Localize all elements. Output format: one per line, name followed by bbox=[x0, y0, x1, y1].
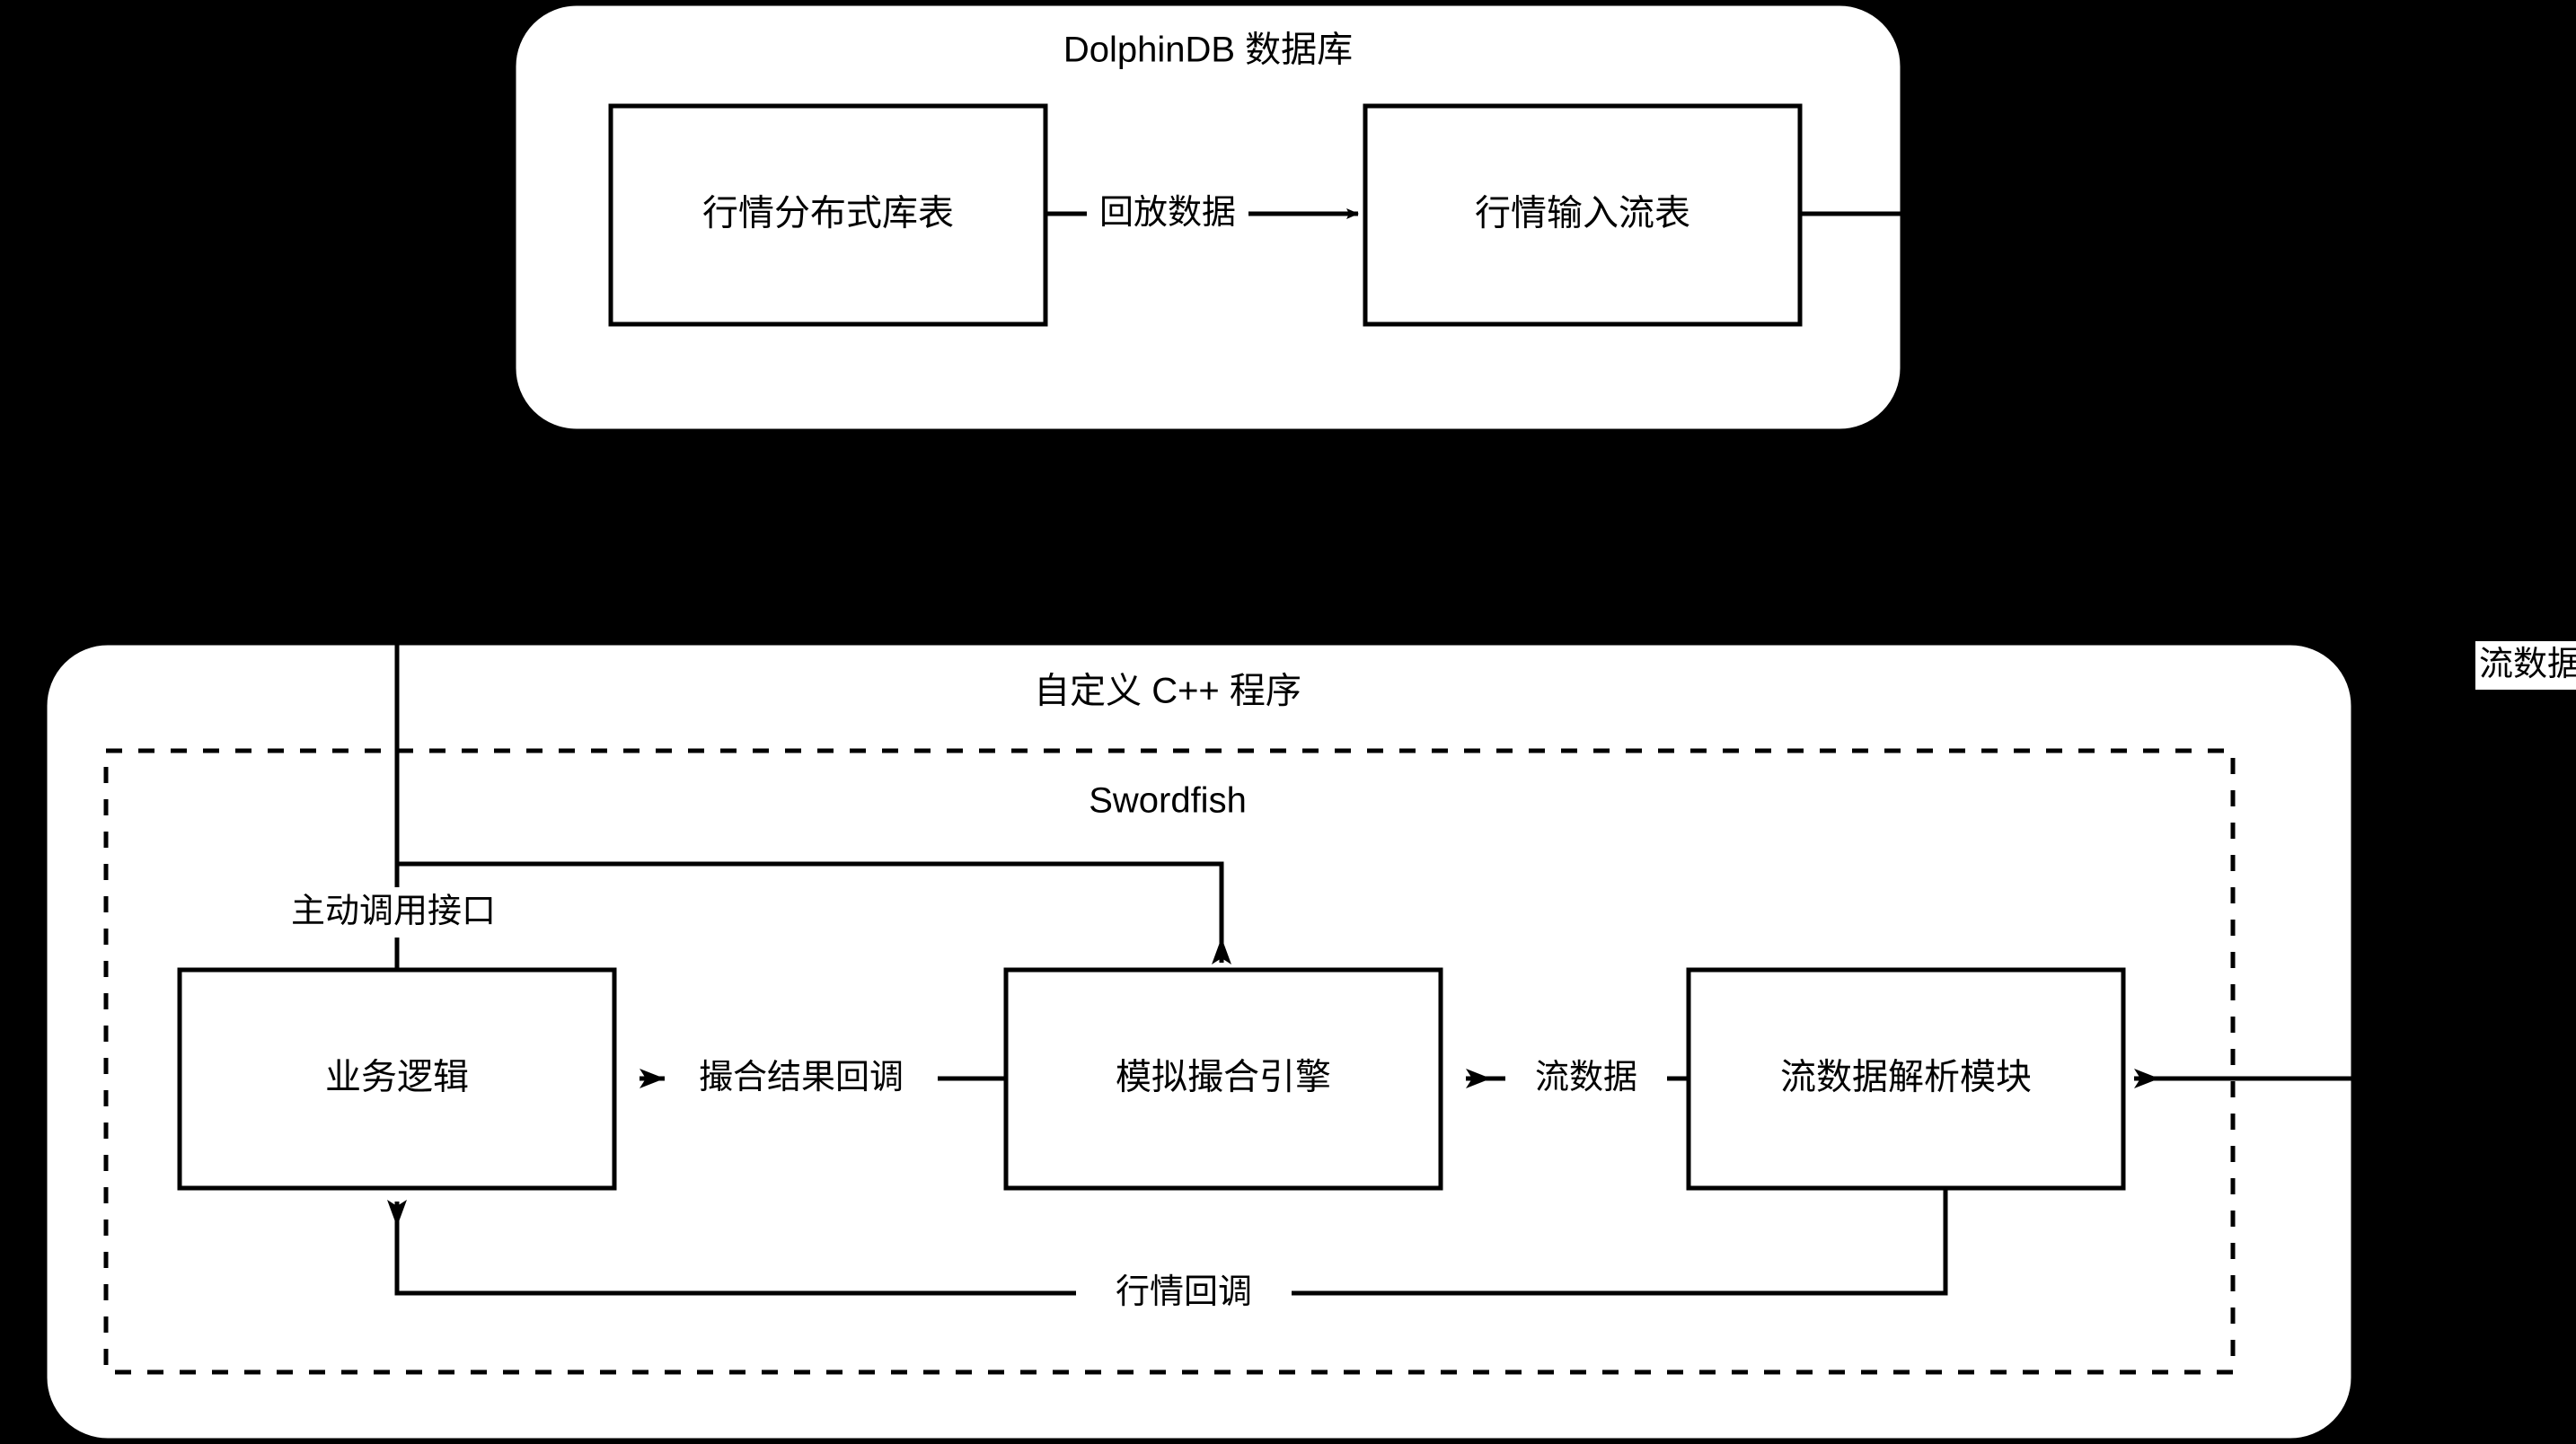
swordfish-group-border bbox=[103, 748, 2236, 1375]
edge-active-call-interface-label-bg bbox=[268, 887, 519, 938]
label-stream-data-outer-bg bbox=[2475, 641, 2576, 690]
edge-active-call-interface-label: 主动调用接口 bbox=[291, 893, 496, 930]
edge-match-result-callback-label-bg bbox=[665, 1053, 938, 1104]
edge-market-callback-label: 行情回调 bbox=[1116, 1273, 1252, 1311]
label-stream-data-outer-text: 流数据 bbox=[2479, 646, 2576, 683]
node-matching-engine-label: 模拟撮合引擎 bbox=[1116, 1058, 1331, 1097]
edge-market-callback: 行情回调 bbox=[387, 1188, 1948, 1318]
edge-market-callback-label-bg bbox=[1076, 1268, 1292, 1318]
node-stream-table-box bbox=[1363, 103, 1803, 327]
edge-replay-data-label: 回放数据 bbox=[1099, 194, 1236, 232]
dolphindb-container-title: DolphinDB 数据库 bbox=[1063, 31, 1353, 70]
node-business-logic[interactable]: 业务逻辑 bbox=[177, 967, 617, 1191]
edge-match-result-callback-label: 撮合结果回调 bbox=[699, 1059, 904, 1096]
edge-stream-data-inner: 流数据 bbox=[1466, 1053, 1689, 1104]
node-stream-table[interactable]: 行情输入流表 bbox=[1363, 103, 1803, 327]
edge-stream-table-to-matching-engine bbox=[397, 861, 1231, 964]
node-dfs-table-box bbox=[608, 103, 1048, 327]
cpp-program-container-title: 自定义 C++ 程序 bbox=[1034, 672, 1301, 711]
node-stream-table-label: 行情输入流表 bbox=[1475, 194, 1690, 233]
node-dfs-table-label: 行情分布式库表 bbox=[702, 194, 954, 233]
edge-replay-data-label-bg bbox=[1087, 189, 1248, 239]
node-business-logic-box bbox=[177, 967, 617, 1191]
node-business-logic-label: 业务逻辑 bbox=[325, 1058, 469, 1097]
edge-stream-data-inner-label-bg bbox=[1505, 1053, 1667, 1104]
edge-match-result-callback: 撮合结果回调 bbox=[640, 1053, 1006, 1104]
node-matching-engine-box bbox=[1003, 967, 1443, 1191]
edge-replay-data: 回放数据 bbox=[1045, 189, 1359, 239]
swordfish-group-title: Swordfish bbox=[1089, 781, 1247, 821]
node-stream-parser-box bbox=[1686, 967, 2126, 1191]
node-matching-engine[interactable]: 模拟撮合引擎 bbox=[1003, 967, 1443, 1191]
node-stream-parser[interactable]: 流数据解析模块 bbox=[1686, 967, 2126, 1191]
edge-stream-data-inner-label: 流数据 bbox=[1535, 1059, 1637, 1096]
node-dfs-table[interactable]: 行情分布式库表 bbox=[608, 103, 1048, 327]
swordfish-group: Swordfish bbox=[103, 748, 2236, 1375]
edge-active-call-interface: 主动调用接口 bbox=[268, 431, 519, 970]
label-stream-data-outer: 流数据 bbox=[2475, 641, 2576, 690]
node-stream-parser-label: 流数据解析模块 bbox=[1780, 1058, 2032, 1097]
